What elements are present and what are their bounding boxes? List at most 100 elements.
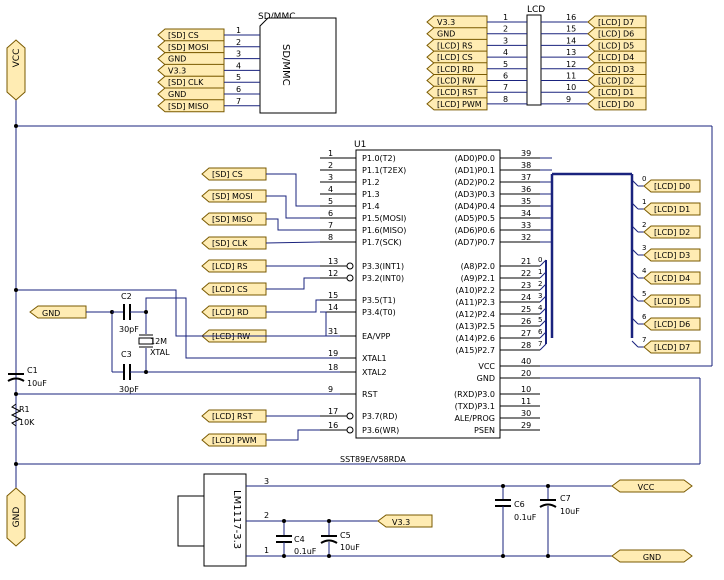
mcu-right-pin-name-21: (A8)P2.0 (461, 262, 495, 271)
mcu-left-pin-name-8: P1.7(SCK) (362, 238, 402, 247)
mcu-left-pin-name-18: XTAL2 (362, 368, 387, 377)
mcu-port-7-label: [LCD] RD (212, 308, 249, 317)
mcu-port-wire-4 (265, 241, 321, 244)
p2-entry-label-7: 7 (538, 340, 542, 348)
mcu-right-pin-name-22: (A9)P2.1 (461, 274, 495, 283)
mcu-left-pin-bubble-12 (346, 274, 354, 282)
regulator-circuit: LM1117-3.3 3 2 1 C4 0.1uF C5 10uF V3.3 (177, 473, 693, 567)
crystal-frequency: 12M (150, 337, 167, 346)
mcu-right-pin-name-23: (A10)P2.2 (456, 286, 495, 295)
lcd-right-port-6-shape (587, 74, 647, 87)
mcu-left-pin-num-6: 6 (328, 209, 333, 218)
mcu-port-4-label: [SD] CLK (212, 239, 248, 248)
mcu-port-2: [SD] MOSI (201, 189, 267, 203)
lcd-header-body (526, 14, 542, 106)
sd-mmc-body (259, 17, 337, 114)
c3-value: 30pF (119, 385, 139, 394)
lcd-left-port-1-label: V3.3 (437, 18, 455, 27)
lcd-right-port-8-label: [LCD] D0 (598, 100, 634, 109)
mcu-left-pin-num-16: 16 (328, 421, 338, 430)
mcu-left-pin-name-12: P3.2(INT0) (362, 274, 404, 283)
mcu-left-pin-name-15: P3.5(T1) (362, 296, 396, 305)
mcu-left-pin-name-9: RST (362, 390, 378, 399)
sd-port-5-label: [SD] CLK (168, 78, 204, 87)
lcd-left-port-2-label: GND (437, 30, 455, 39)
reg-vcc-port: VCC (611, 479, 693, 493)
sd-port-1-label: [SD] CS (168, 31, 199, 40)
bus-entry-7 (631, 340, 639, 348)
lcd-right-port-4-label: [LCD] D4 (598, 53, 634, 62)
sd-port-3-label: GND (168, 55, 186, 64)
sd-mmc-connector: SD/MMC SD/MMC [SD] CS1[SD] MOSI2GND3V3.3… (157, 12, 337, 114)
regulator-part: LM1117-3.3 (231, 490, 242, 549)
lcd-left-pin-6: 6 (503, 72, 508, 81)
mcu-left-pin-bubble-16 (346, 426, 354, 434)
lcd-right-pin-8: 9 (566, 95, 571, 104)
p2-entry-label-4: 4 (538, 304, 543, 312)
mcu-left-pin-name-7: P1.6(MISO) (362, 226, 406, 235)
mcu-left-pin-num-9: 9 (328, 385, 333, 394)
lcd-left-port-3-label: [LCD] RS (437, 41, 473, 50)
lcd-data-bus: 0[LCD] D01[LCD] D12[LCD] D23[LCD] D34[LC… (538, 172, 701, 354)
mcu-right-pin-num-26: 26 (521, 317, 531, 326)
reg-vcc-label: VCC (638, 483, 655, 492)
mcu-left-pin-num-18: 18 (328, 363, 338, 372)
p2-entry-label-1: 1 (538, 268, 542, 276)
power-rails: VCC GND (6, 39, 713, 547)
lcd-right-port-6: [LCD] D2 (587, 74, 647, 87)
mcu-right-pin-num-36: 36 (521, 185, 531, 194)
mcu-port-10-label: [LCD] PWM (212, 436, 257, 445)
mcu-left-pin-name-6: P1.5(MOSI) (362, 214, 406, 223)
lcd-data-port-4-shape (643, 271, 701, 285)
bus-entry-label-0: 0 (642, 175, 646, 183)
c2-designator: C2 (121, 292, 132, 301)
mcu-left-pin-name-19: XTAL1 (362, 354, 387, 363)
sd-pin-7: 7 (236, 97, 241, 106)
lcd-data-port-2-shape (643, 225, 701, 239)
lcd-right-port-1-label: [LCD] D7 (598, 18, 634, 27)
lcd-left-pin-3: 3 (503, 36, 508, 45)
lcd-left-pin-2: 2 (503, 25, 508, 34)
lcd-left-port-5: [LCD] RD (426, 62, 488, 76)
mcu-left-pin-num-14: 14 (328, 303, 338, 312)
r1-value: 10K (19, 418, 35, 427)
mcu-right-pin-num-27: 27 (521, 329, 531, 338)
mcu-left-pin-name-16: P3.6(WR) (362, 426, 399, 435)
lcd-data-port-0: [LCD] D0 (643, 179, 701, 193)
sd-port-5: [SD] CLK (157, 75, 225, 89)
r1-designator: R1 (19, 405, 30, 414)
lcd-data-port-7-shape (643, 340, 701, 354)
crystal-designator: XTAL (150, 348, 170, 357)
p2-entry-label-0: 0 (538, 256, 542, 264)
lcd-right-port-5-shape (587, 62, 647, 76)
mcu-right-pin-num-34: 34 (521, 209, 531, 218)
v33-port: V3.3 (377, 514, 433, 528)
mcu-left-pin-name-31: EA/VPP (362, 332, 391, 341)
lcd-right-port-5: [LCD] D3 (587, 62, 647, 76)
osc-gnd-port: GND (29, 305, 87, 319)
bus-entry-5 (631, 294, 639, 302)
mcu-right-pin-name-33: (AD6)P0.6 (454, 226, 495, 235)
sd-mmc-body-label: SD/MMC (280, 44, 291, 86)
mcu-left-pin-bubble-17 (346, 412, 354, 420)
mcu-left-pin-num-15: 15 (328, 291, 338, 300)
lcd-right-port-3: [LCD] D5 (587, 38, 647, 52)
mcu-left-pin-name-1: P1.0(T2) (362, 154, 396, 163)
lcd-right-port-1: [LCD] D7 (587, 15, 647, 29)
reg-pin-3: 3 (264, 477, 269, 486)
reset-circuit: C1 10uF R1 10K (7, 366, 340, 427)
lcd-right-port-4-shape (587, 50, 647, 64)
sd-port-3: GND (157, 52, 225, 66)
sd-pin-4: 4 (236, 61, 241, 70)
mcu-port-4: [SD] CLK (201, 236, 267, 250)
bus-entry-2 (631, 225, 639, 233)
lcd-data-port-7-label: [LCD] D7 (654, 343, 690, 352)
mcu-port-wire-10 (266, 429, 320, 441)
lcd-data-port-6-shape (643, 317, 701, 331)
bus-entry-label-3: 3 (642, 244, 646, 252)
mcu-left-pin-num-12: 12 (328, 269, 338, 278)
lcd-data-port-0-shape (643, 179, 701, 193)
lcd-title: LCD (527, 5, 545, 15)
bus-entry-label-1: 1 (642, 198, 646, 206)
mcu-right-pin-num-32: 32 (521, 233, 531, 242)
